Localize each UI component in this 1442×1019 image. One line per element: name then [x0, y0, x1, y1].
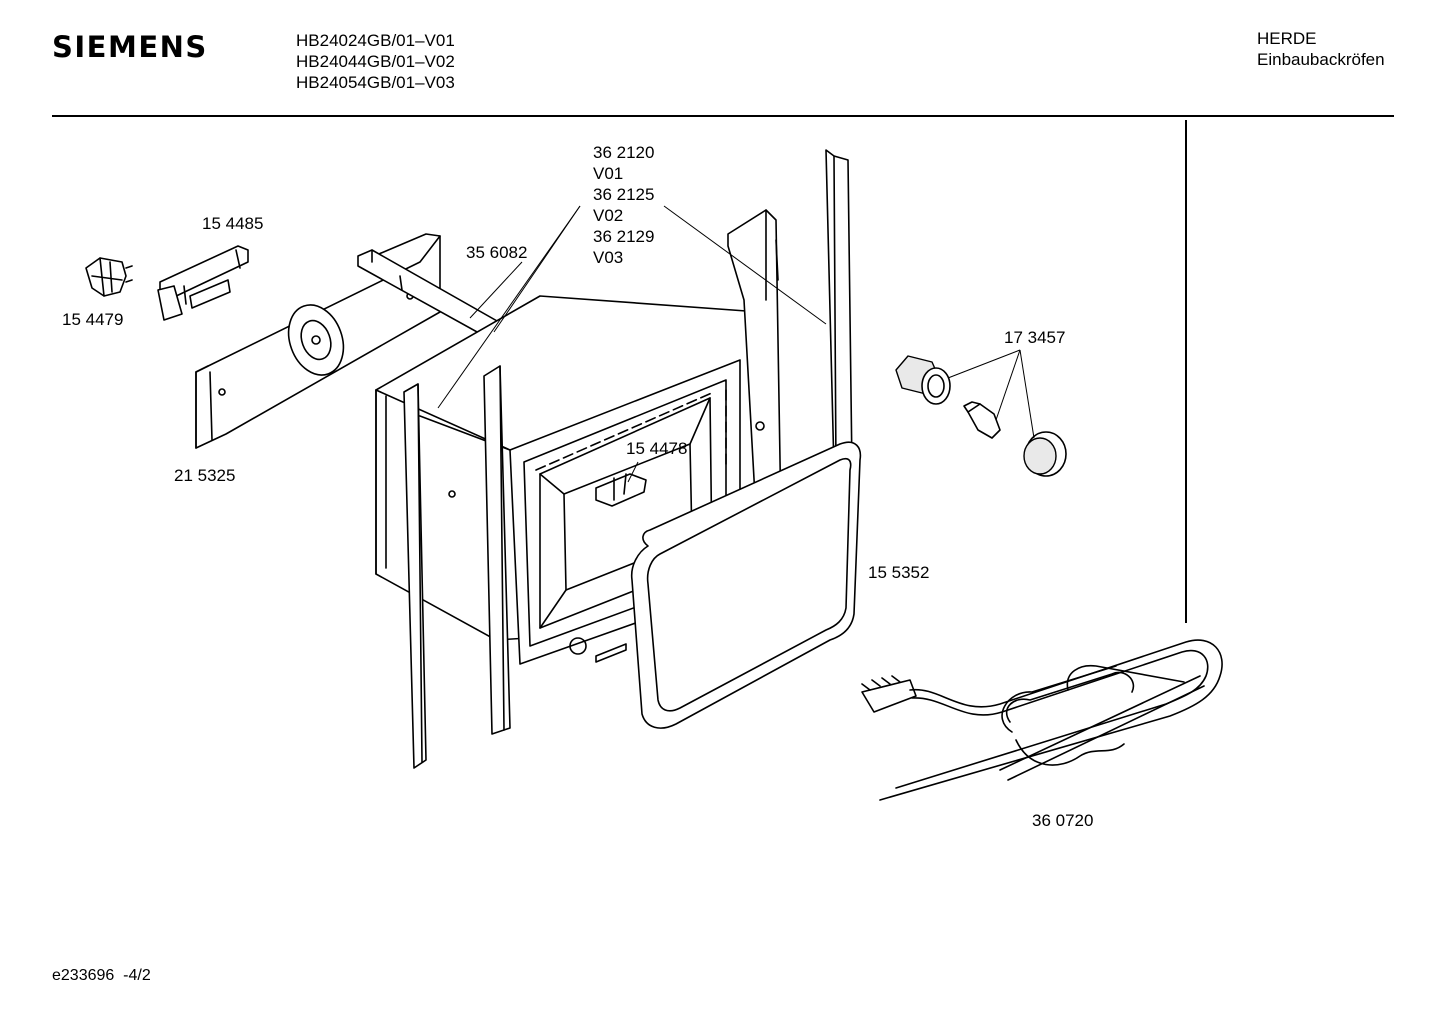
brand-logo: SIEMENS	[52, 30, 208, 64]
variant-label: V01	[593, 164, 624, 183]
switch-part-drawing	[85, 257, 133, 297]
part-label: 15 4478	[626, 439, 688, 458]
leader-lines	[437, 205, 1035, 483]
part-label: 15 5352	[868, 563, 930, 582]
part-label: 36 2120	[593, 143, 655, 162]
bracket-part-drawing	[157, 245, 249, 321]
header-divider	[52, 115, 1394, 117]
variant-label: V03	[593, 248, 624, 267]
part-label: 21 5325	[174, 466, 236, 485]
heating-element-drawing	[861, 639, 1223, 801]
part-label: 17 3457	[1004, 328, 1066, 347]
model-number: HB24054GB/01–V03	[296, 73, 455, 92]
model-list: HB24024GB/01–V01 HB24044GB/01–V02 HB2405…	[296, 30, 455, 93]
variant-label: V02	[593, 206, 624, 225]
part-label: 15 4479	[62, 310, 124, 329]
model-number: HB24044GB/01–V02	[296, 52, 455, 71]
part-label: 36 2129	[593, 227, 655, 246]
fan-cover-drawing	[595, 473, 647, 507]
part-label: 36 0720	[1032, 811, 1094, 830]
category-title: HERDE	[1257, 29, 1317, 48]
part-label: 36 2125	[593, 185, 655, 204]
front-frame-strip-drawing	[403, 365, 511, 769]
document-id: e233696 -4/2	[52, 967, 151, 984]
part-label: 15 4485	[202, 214, 264, 233]
vertical-divider	[1185, 120, 1187, 623]
model-number: HB24024GB/01–V01	[296, 31, 455, 50]
lamp-assembly-drawing	[895, 355, 1067, 477]
part-label: 35 6082	[466, 243, 528, 262]
door-seal-drawing	[630, 441, 862, 729]
category-block: HERDE Einbaubackröfen	[1257, 28, 1385, 70]
category-subtitle: Einbaubackröfen	[1257, 50, 1385, 69]
